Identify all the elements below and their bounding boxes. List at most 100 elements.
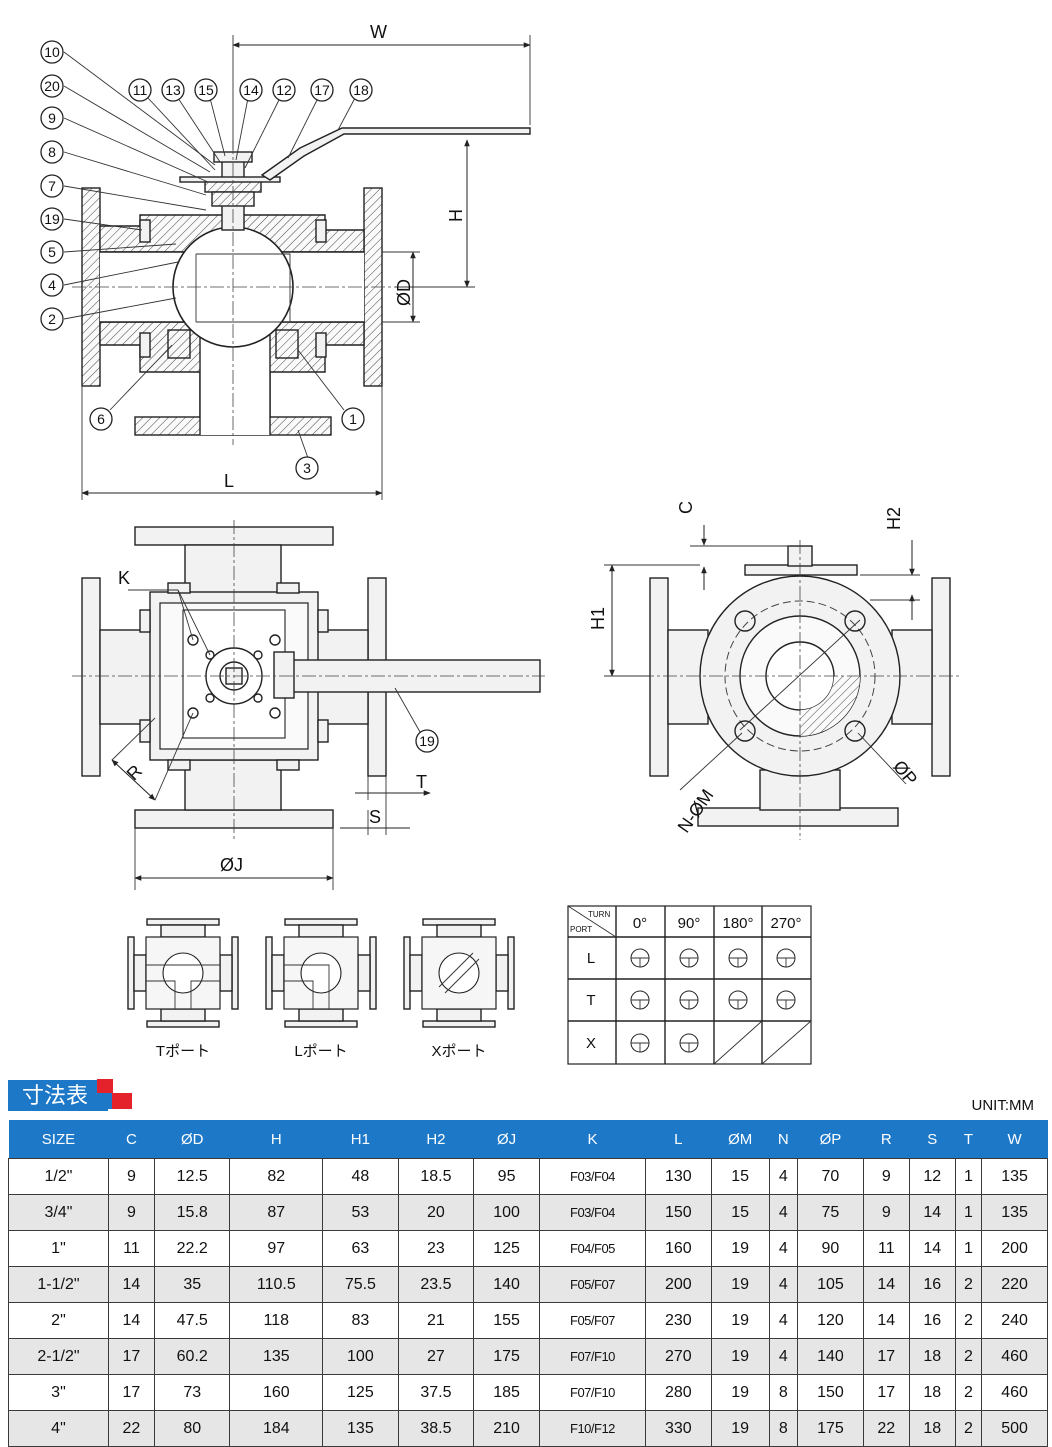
table-cell: 9 [862,1194,910,1231]
table-cell: 118 [229,1302,324,1339]
table-cell: 130 [644,1158,712,1195]
column-header: K [539,1120,646,1159]
table-cell: 240 [981,1302,1048,1339]
table-cell: 38.5 [397,1410,475,1447]
table-cell: 100 [473,1194,540,1231]
table-cell: 4 [768,1302,799,1339]
table-cell: 110.5 [229,1266,324,1303]
table-cell: 4 [768,1338,799,1375]
table-cell: 27 [397,1338,475,1375]
flow-symbol [776,990,796,1010]
column-header: L [645,1120,712,1159]
callout-label: 17 [314,82,330,98]
column-header: H1 [322,1120,399,1159]
valve-drawing: W H ØD L [40,22,960,1065]
callout-1: 1 [341,407,365,431]
callout-6: 6 [89,407,113,431]
title-decoration [112,1093,132,1109]
turn-port-row-label: L [587,950,595,967]
table-cell: 2 [954,1374,983,1411]
flow-symbol [679,1033,699,1053]
table-cell: 135 [322,1410,399,1447]
table-cell: 150 [644,1194,712,1231]
port-0: Tポート [127,918,239,1060]
column-header: ØM [711,1120,770,1159]
table-cell: 210 [473,1410,540,1447]
turn-angle-header: 180° [722,915,753,932]
table-cell: 21 [397,1302,475,1339]
callout-label: 4 [48,277,56,293]
callout-19-top: 19 [415,729,439,753]
column-header: ØJ [473,1120,540,1159]
dim-label-op: ØP [889,757,921,790]
table-cell: 125 [322,1374,399,1411]
table-cell: 11 [107,1230,155,1267]
turn-port-table: TURN PORT 0°90°180°270° LTX [567,905,812,1065]
turn-angle-header: 270° [770,915,801,932]
table-cell: 8 [768,1410,799,1447]
table-cell: 19 [710,1302,770,1339]
table-cell: 120 [797,1302,864,1339]
callout-7: 7 [40,174,64,198]
dim-label-c: C [676,501,696,514]
table-cell: 12 [908,1158,956,1195]
callout-2: 2 [40,307,64,331]
table-cell: 9 [107,1194,155,1231]
callout-label: 19 [44,211,60,227]
callout-label: 7 [48,178,56,194]
table-cell: 14 [107,1302,155,1339]
dim-label-t: T [416,772,427,792]
table-cell: 2 [954,1266,983,1303]
callout-19: 19 [40,207,64,231]
table-cell: 95 [473,1158,540,1195]
table-cell: 47.5 [153,1302,231,1339]
dim-label-k: K [118,568,130,588]
callout-3: 3 [295,456,319,480]
callout-15: 15 [194,78,218,102]
table-cell: 4" [8,1410,109,1447]
flow-symbol [630,990,650,1010]
table-cell: 14 [862,1266,910,1303]
table-cell: 15 [710,1158,770,1195]
table-cell: 2-1/2" [8,1338,109,1375]
table-cell: 19 [710,1266,770,1303]
callout-18: 18 [349,78,373,102]
table-cell: 18 [908,1374,956,1411]
table-cell: 200 [981,1230,1048,1267]
callout-label: 2 [48,311,56,327]
column-header: C [108,1120,155,1159]
table-cell: 125 [473,1230,540,1267]
table-cell: 3/4" [8,1194,109,1231]
callout-label: 10 [44,44,60,60]
table-cell: 22 [862,1410,910,1447]
callout-17: 17 [310,78,334,102]
table-cell: 1 [954,1230,983,1267]
port-label: Lポート [294,1043,347,1060]
callout-8: 8 [40,140,64,164]
side-view: H1 C H2 N-ØM ØP [588,501,960,840]
port-corner-label: PORT [570,925,592,934]
table-cell: 135 [981,1194,1048,1231]
dim-label-l: L [224,471,234,491]
table-cell: 8 [768,1374,799,1411]
table-cell: 17 [107,1338,155,1375]
table-cell: 175 [797,1410,864,1447]
table-cell: F05/F07 [538,1302,646,1339]
table-cell: 330 [644,1410,712,1447]
title-decoration [97,1093,113,1109]
table-cell: 18 [908,1410,956,1447]
table-cell: 1/2" [8,1158,109,1195]
table-cell: 12.5 [153,1158,231,1195]
table-cell: 460 [981,1374,1048,1411]
table-cell: 2 [954,1302,983,1339]
table-cell: 2 [954,1410,983,1447]
table-cell: 4 [768,1158,799,1195]
callout-label: 6 [97,411,105,427]
table-cell: 11 [862,1230,910,1267]
table-cell: 60.2 [153,1338,231,1375]
table-cell: 70 [797,1158,864,1195]
table-cell: 19 [710,1410,770,1447]
